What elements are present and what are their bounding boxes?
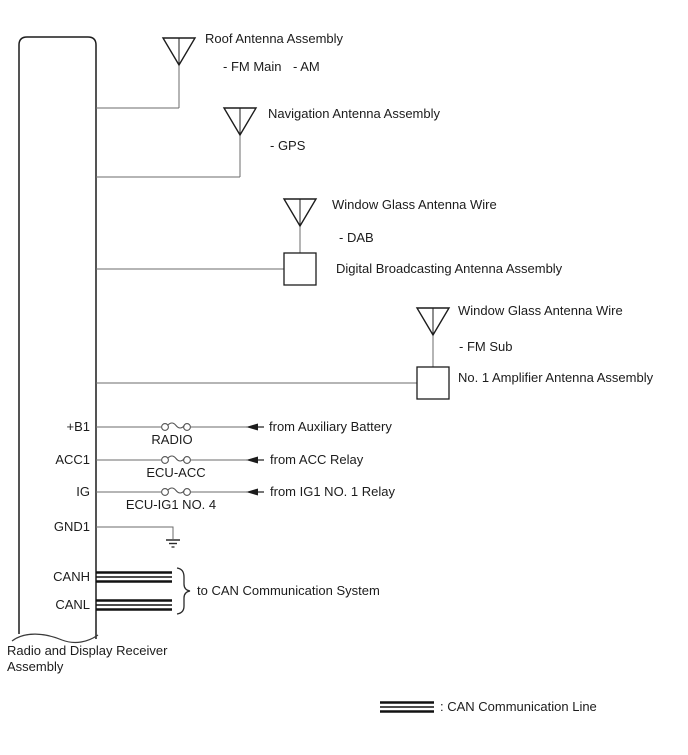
legend-can-line-label: : CAN Communication Line [440, 699, 597, 714]
wire-gnd1 [96, 526, 174, 539]
fm-sub-antenna-signal: - FM Sub [459, 339, 513, 354]
arrowhead-b1 [246, 423, 258, 431]
fuse-label-ecu-ig1: ECU-IG1 NO. 4 [125, 497, 217, 512]
can-brace [176, 567, 191, 615]
ecu-caption: Radio and Display Receiver Assembly [7, 643, 167, 675]
fuse-symbol-ecu-ig1 [161, 487, 191, 496]
ecu-box-outline [18, 36, 97, 639]
ecu-box-torn-edge [11, 633, 99, 644]
pin-label-ig: IG [76, 484, 90, 499]
power-row-acc1 [96, 455, 264, 464]
pin-label-canh: CANH [53, 569, 90, 584]
fuse-label-ecu-acc: ECU-ACC [146, 465, 206, 480]
arrowhead-ig [246, 488, 258, 496]
fuse-label-radio: RADIO [151, 432, 193, 447]
amplifier-antenna-box [416, 366, 450, 400]
digital-broadcasting-box [283, 252, 317, 286]
can-destination-label: to CAN Communication System [197, 583, 380, 598]
can-line-canh [96, 571, 172, 583]
antenna-symbol-roof [161, 37, 197, 108]
roof-antenna-signal-am: - AM [293, 59, 320, 74]
legend-can-line-symbol [380, 701, 434, 713]
digital-broadcasting-box-label: Digital Broadcasting Antenna Assembly [336, 261, 563, 276]
source-label-acc-relay: from ACC Relay [270, 452, 364, 467]
ecu-caption-line2: Assembly [7, 659, 64, 674]
pin-label-gnd1: GND1 [53, 519, 90, 534]
can-line-canl [96, 599, 172, 611]
pin-label-b1: +B1 [66, 419, 91, 434]
navigation-antenna-label: Navigation Antenna Assembly [268, 106, 440, 121]
pin-label-acc1: ACC1 [55, 452, 90, 467]
ecu-caption-line1: Radio and Display Receiver [7, 643, 168, 658]
dab-antenna-signal: - DAB [339, 230, 374, 245]
power-row-b1 [96, 422, 264, 431]
arrowhead-acc1 [246, 456, 258, 464]
source-label-ig1-relay: from IG1 NO. 1 Relay [270, 484, 395, 499]
ground-symbol [166, 539, 180, 548]
roof-antenna-label: Roof Antenna Assembly [205, 31, 344, 46]
antenna-symbol-dab [282, 198, 318, 253]
power-row-ig [96, 487, 264, 496]
amplifier-antenna-box-label: No. 1 Amplifier Antenna Assembly [458, 370, 654, 385]
antenna-symbol-navigation [222, 107, 258, 177]
source-label-auxiliary-battery: from Auxiliary Battery [269, 419, 392, 434]
antenna-symbol-fm-sub [415, 307, 451, 367]
fuse-symbol-ecu-acc [161, 455, 191, 464]
fm-sub-antenna-label: Window Glass Antenna Wire [458, 303, 623, 318]
fuse-symbol-radio [161, 422, 191, 431]
navigation-antenna-signal-gps: - GPS [270, 138, 306, 153]
roof-antenna-signal-fm: - FM Main [223, 59, 282, 74]
pin-label-canl: CANL [55, 597, 90, 612]
dab-antenna-label: Window Glass Antenna Wire [332, 197, 497, 212]
